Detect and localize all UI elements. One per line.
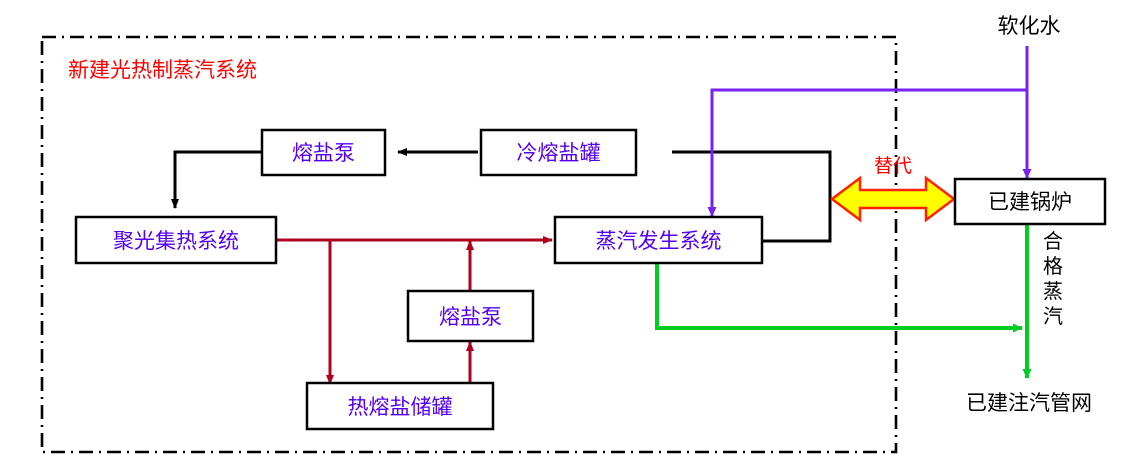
water-line-header-to-generator xyxy=(707,88,1027,217)
node-steam-generator-label: 蒸汽发生系统 xyxy=(596,229,722,253)
node-salt-pump-bottom-label: 熔盐泵 xyxy=(439,305,502,329)
qualified-steam-label: 合格蒸汽 xyxy=(1043,229,1063,328)
node-cold-salt-tank[interactable]: 冷熔盐罐 xyxy=(479,128,638,177)
boundary-title: 新建光热制蒸汽系统 xyxy=(68,58,257,82)
steam-flow-lines xyxy=(655,224,1032,379)
molten-salt-flow-lines xyxy=(276,236,553,385)
steam-line-generator-to-header xyxy=(655,262,1023,333)
node-solar-collector[interactable]: 聚光集热系统 xyxy=(74,215,278,265)
node-salt-pump-bottom[interactable]: 熔盐泵 xyxy=(406,289,535,343)
black-line-pump-to-collector xyxy=(171,150,262,209)
node-steam-generator[interactable]: 蒸汽发生系统 xyxy=(553,215,764,265)
water-flow-lines xyxy=(707,46,1032,217)
node-salt-pump-top-label: 熔盐泵 xyxy=(292,141,355,165)
node-solar-collector-label: 聚光集热系统 xyxy=(113,229,239,253)
steam-network-label: 已建注汽管网 xyxy=(966,391,1092,415)
replace-double-arrow xyxy=(829,175,957,223)
system-boundary xyxy=(40,35,898,454)
node-existing-boiler[interactable]: 已建锅炉 xyxy=(953,177,1107,226)
node-hot-salt-tank[interactable]: 热熔盐储罐 xyxy=(305,381,495,431)
softened-water-label: 软化水 xyxy=(998,14,1061,38)
node-cold-salt-tank-label: 冷熔盐罐 xyxy=(517,141,601,165)
replace-label: 替代 xyxy=(874,155,912,177)
node-salt-pump-top[interactable]: 熔盐泵 xyxy=(260,128,387,177)
black-flow-lines xyxy=(171,148,832,243)
black-line-generator-to-coldtank xyxy=(672,150,832,243)
node-hot-salt-tank-label: 热熔盐储罐 xyxy=(348,395,453,419)
node-existing-boiler-label: 已建锅炉 xyxy=(988,190,1072,214)
